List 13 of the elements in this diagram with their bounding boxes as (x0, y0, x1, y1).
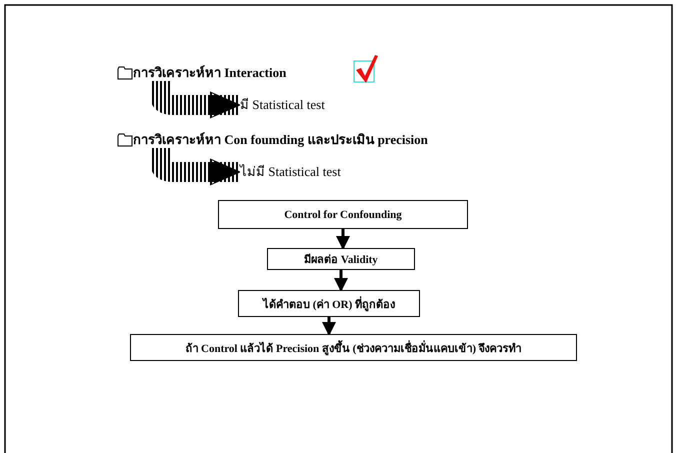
process-box: ถ้า Control แล้วได้ Precision สูงขึ้น (ช่วงความเชื่อมั่นแคบเข้า) จึงควรทำ (130, 334, 577, 361)
process-box: Control for Confounding (218, 200, 468, 229)
arrow (334, 270, 348, 292)
bullet-text: การวิเคราะห์หา Con foumding และประเมิน precision (133, 132, 428, 148)
arrow (336, 229, 350, 250)
result-text: มี Statistical test (240, 97, 325, 113)
striped-arrow (150, 148, 240, 186)
process-box: มีผลต่อ Validity (267, 248, 415, 270)
arrow (322, 317, 336, 336)
bullet-text: การวิเคราะห์หา Interaction (133, 65, 286, 81)
process-box: ได้คำตอบ (ค่า OR) ที่ถูกต้อง (238, 290, 420, 317)
result-text: ไม่มี Statistical test (240, 164, 341, 180)
striped-arrow (150, 81, 240, 118)
